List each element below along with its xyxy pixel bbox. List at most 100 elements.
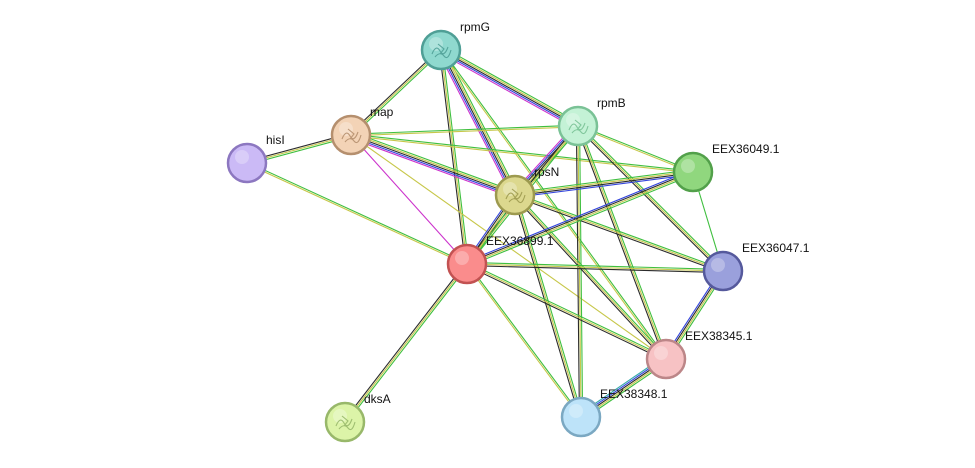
node-rpmb[interactable]: rpmB <box>557 96 626 147</box>
node-circle <box>560 396 602 438</box>
edge-hisI-EEX36899.1[interactable] <box>246 161 468 266</box>
node-label: dksA <box>364 392 391 406</box>
edge-line-green <box>441 48 668 360</box>
edge-line-olive <box>350 132 517 195</box>
node-eex38348-1[interactable]: EEX38348.1 <box>560 387 668 438</box>
node-map[interactable]: map <box>330 105 394 156</box>
edge-line-green <box>351 131 517 193</box>
node-hisi[interactable]: hisI <box>226 133 285 184</box>
edge-line-dark <box>438 49 466 265</box>
node-rpmg[interactable]: rpmG <box>420 20 490 71</box>
protein-structure-icon <box>335 415 356 431</box>
edge-line-dark <box>576 126 723 273</box>
node-label: rpmG <box>460 20 490 34</box>
edge-line-dark <box>440 49 579 127</box>
edge-rpmG-rpmB[interactable] <box>438 46 581 130</box>
edge-rpmG-rpsN[interactable] <box>437 47 519 197</box>
edge-line-olive <box>577 125 582 418</box>
edge-line-olive <box>350 126 579 137</box>
edge-map-EEX38345.1[interactable] <box>350 134 667 360</box>
node-rpsn[interactable]: rpsN <box>494 165 559 216</box>
edge-line-green <box>345 264 469 424</box>
edge-line-dark <box>440 49 516 196</box>
edge-line-blue <box>439 50 515 197</box>
node-circle <box>446 243 488 285</box>
protein-structure-icon <box>568 119 589 135</box>
edge-line-olive <box>577 125 667 360</box>
edge-line-olive <box>465 263 581 419</box>
edge-line-olive <box>514 194 724 272</box>
edge-line-dark <box>343 262 467 422</box>
node-eex38345-1[interactable]: EEX38345.1 <box>645 329 753 380</box>
edge-rpmB-EEX38345.1[interactable] <box>575 124 669 361</box>
edge-line-green <box>467 173 695 267</box>
edge-line-green <box>442 49 470 265</box>
edge-rpmB-EEX38348.1[interactable] <box>575 125 584 418</box>
node-eex36899-1[interactable]: EEX36899.1 <box>446 234 554 285</box>
node-label: rpsN <box>534 165 559 179</box>
edge-rpmG-map[interactable] <box>349 48 443 137</box>
node-circle <box>702 250 744 292</box>
node-highlight <box>333 409 347 423</box>
node-label: EEX38348.1 <box>600 387 668 401</box>
edge-EEX36049.1-EEX36899.1[interactable] <box>465 169 695 267</box>
node-highlight <box>429 37 443 51</box>
edge-line-green <box>577 124 694 172</box>
edge-line-olive <box>350 134 667 360</box>
edge-line-magenta <box>349 137 515 199</box>
node-dksa[interactable]: dksA <box>324 392 391 443</box>
edge-line-olive <box>350 135 694 174</box>
edge-line-green <box>466 261 724 270</box>
edge-line-dark <box>514 172 694 197</box>
edge-line-olive <box>344 263 468 423</box>
edge-rpmG-EEX36899.1[interactable] <box>438 49 470 265</box>
node-highlight <box>566 113 580 127</box>
edge-line-olive <box>514 194 582 418</box>
node-circle <box>672 151 714 193</box>
node-circle <box>494 174 536 216</box>
node-label: hisI <box>266 133 285 147</box>
node-circle <box>645 338 687 380</box>
protein-structure-icon <box>341 128 362 144</box>
edge-rpsN-EEX38345.1[interactable] <box>513 193 668 361</box>
edge-line-olive <box>466 263 667 360</box>
edge-map-rpmB[interactable] <box>350 124 579 137</box>
edge-line-olive <box>466 172 694 266</box>
edge-line-olive <box>514 194 667 360</box>
node-circle <box>557 105 599 147</box>
edge-EEX36899.1-EEX36047.1[interactable] <box>466 261 724 274</box>
edge-line-blue <box>465 169 693 263</box>
edge-line-green <box>467 262 583 418</box>
node-eex36049-1[interactable]: EEX36049.1 <box>672 142 780 193</box>
node-label: rpmB <box>597 96 626 110</box>
edge-rpsN-EEX36047.1[interactable] <box>513 192 725 274</box>
edge-line-dark <box>575 125 580 418</box>
edge-line-green <box>578 124 725 271</box>
edge-line-green <box>579 125 584 418</box>
node-highlight <box>569 404 583 418</box>
edge-map-EEX36049.1[interactable] <box>350 133 694 174</box>
node-label: EEX36047.1 <box>742 241 810 255</box>
edge-line-blue <box>349 135 516 198</box>
edge-rpmG-EEX38345.1[interactable] <box>439 48 668 361</box>
node-circle <box>226 142 268 184</box>
node-circle <box>324 401 366 443</box>
edge-EEX36899.1-EEX38348.1[interactable] <box>465 262 583 419</box>
edge-map-EEX36899.1[interactable] <box>350 134 468 265</box>
edge-line-magenta <box>350 134 468 265</box>
edge-line-olive <box>441 48 517 195</box>
edge-line-blue <box>514 173 694 198</box>
edge-EEX36899.1-EEX38345.1[interactable] <box>465 262 668 361</box>
edge-rpmB-EEX36047.1[interactable] <box>576 124 725 273</box>
edge-rpsN-EEX36049.1[interactable] <box>514 169 694 198</box>
edge-line-green <box>351 50 443 137</box>
edge-map-rpsN[interactable] <box>349 131 517 199</box>
protein-structure-icon <box>505 188 526 204</box>
edge-rpmB-EEX36049.1[interactable] <box>577 124 694 174</box>
edge-line-olive <box>441 48 580 126</box>
node-eex36047-1[interactable]: EEX36047.1 <box>702 241 810 292</box>
edge-EEX36899.1-dksA[interactable] <box>343 262 469 424</box>
edge-line-green <box>578 124 669 359</box>
